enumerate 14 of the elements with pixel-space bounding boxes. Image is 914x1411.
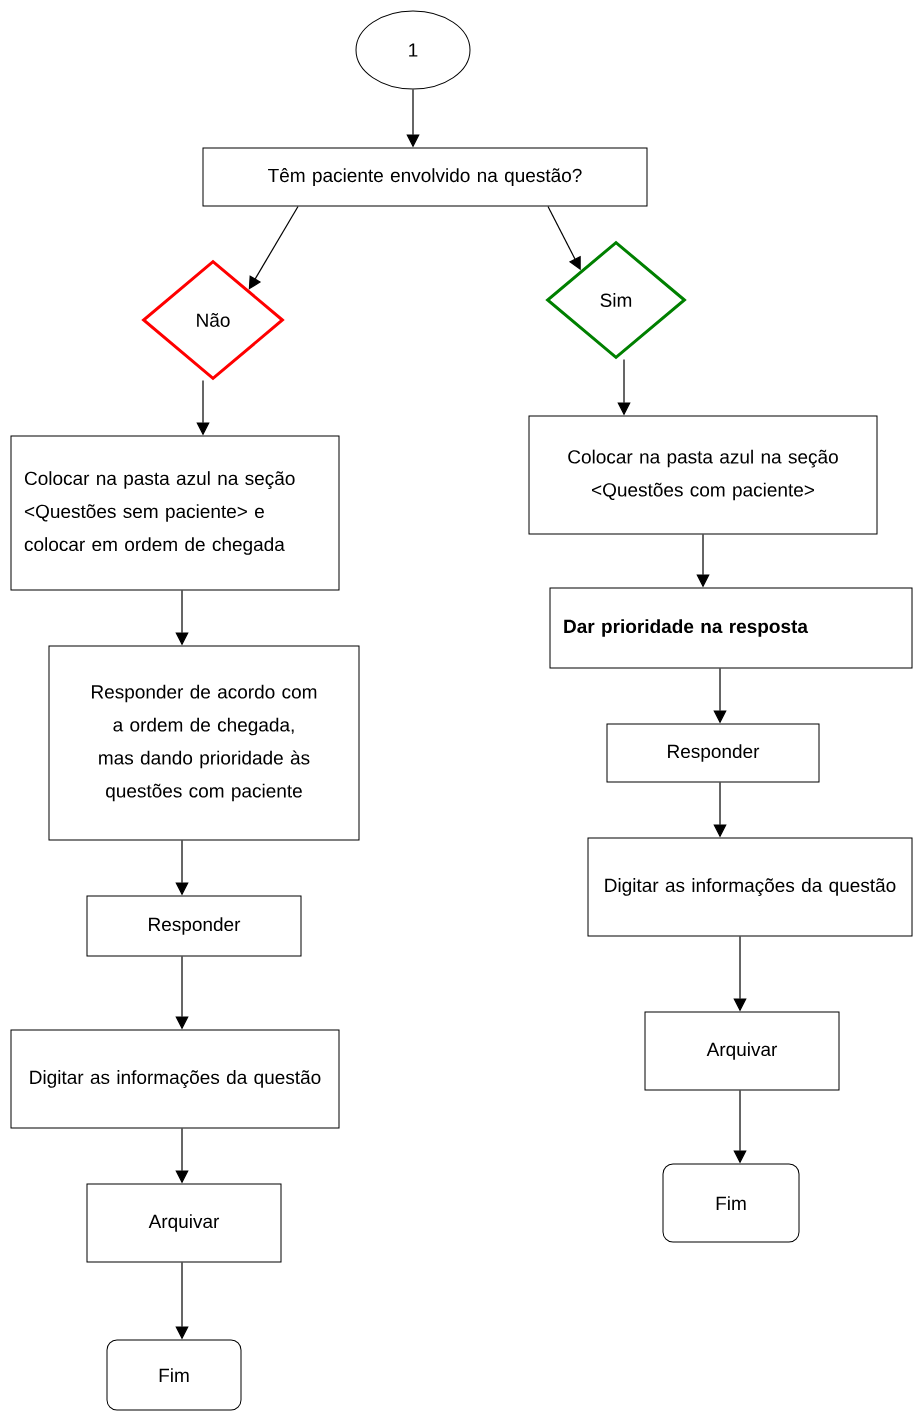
- process-box: Responder: [606, 723, 820, 783]
- process-box: Digitar as informações da questão: [587, 837, 913, 937]
- terminal-box: Fim: [106, 1339, 242, 1411]
- process-box: Responder de acordo com a ordem de chegada, mas dando prioridade às questões com paciente: [48, 645, 360, 841]
- process-box: Responder: [86, 895, 302, 957]
- process-box: Arquivar: [86, 1183, 282, 1263]
- terminal-box: Fim: [662, 1163, 800, 1243]
- arrow: [248, 205, 299, 290]
- process-box: Digitar as informações da questão: [10, 1029, 340, 1129]
- process-box: Arquivar: [644, 1011, 840, 1091]
- process-box: Colocar na pasta azul na seção <Questões com paciente>: [528, 415, 878, 535]
- process-box: Têm paciente envolvido na questão?: [202, 147, 648, 207]
- process-box: Colocar na pasta azul na seção <Questões sem paciente> e colocar em ordem de chegada: [10, 435, 340, 591]
- process-box: Dar prioridade na resposta: [549, 587, 913, 669]
